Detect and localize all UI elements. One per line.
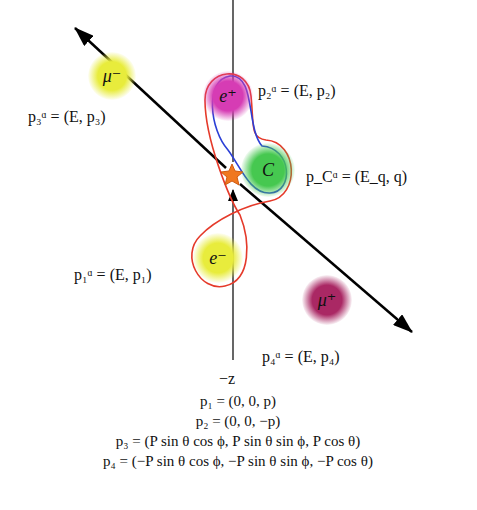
particle-label: μ⁻	[103, 65, 122, 87]
muon-minus-blob: μ⁻	[88, 52, 136, 100]
momentum-equation: p₃ = (P sin θ cos ϕ, P sin θ sin ϕ, P co…	[116, 433, 360, 450]
momentum-label: p₁ᵅ = (E, p₁)	[74, 266, 152, 284]
momentum-label: p₃ᵅ = (E, p₃)	[28, 108, 106, 126]
particle-label: e⁻	[209, 247, 227, 269]
momentum-label: p₄ᵅ = (E, p₄)	[262, 348, 340, 366]
particle-label: e⁺	[219, 85, 237, 107]
muon-plus-arrow	[240, 184, 412, 332]
momentum-equation: p₄ = (−P sin θ cos ϕ, −P sin θ sin ϕ, −P…	[103, 453, 373, 470]
momentum-label: p₂ᵅ = (E, p₂)	[258, 82, 336, 100]
composite-state-blob: C	[241, 143, 295, 197]
momentum-label: p_Cᵅ = (E_q, q)	[306, 168, 407, 186]
particle-label: μ⁺	[318, 289, 337, 311]
particle-label: C	[262, 160, 274, 181]
momentum-label: −z	[219, 370, 235, 388]
momentum-equation: p₁ = (0, 0, p)	[200, 393, 276, 410]
momentum-equation: p₂ = (0, 0, −p)	[196, 413, 281, 430]
muon-plus-blob: μ⁺	[302, 275, 352, 325]
electron-blob: e⁻	[193, 233, 243, 283]
positron-blob: e⁺	[203, 71, 253, 121]
vertex-star	[221, 164, 243, 185]
